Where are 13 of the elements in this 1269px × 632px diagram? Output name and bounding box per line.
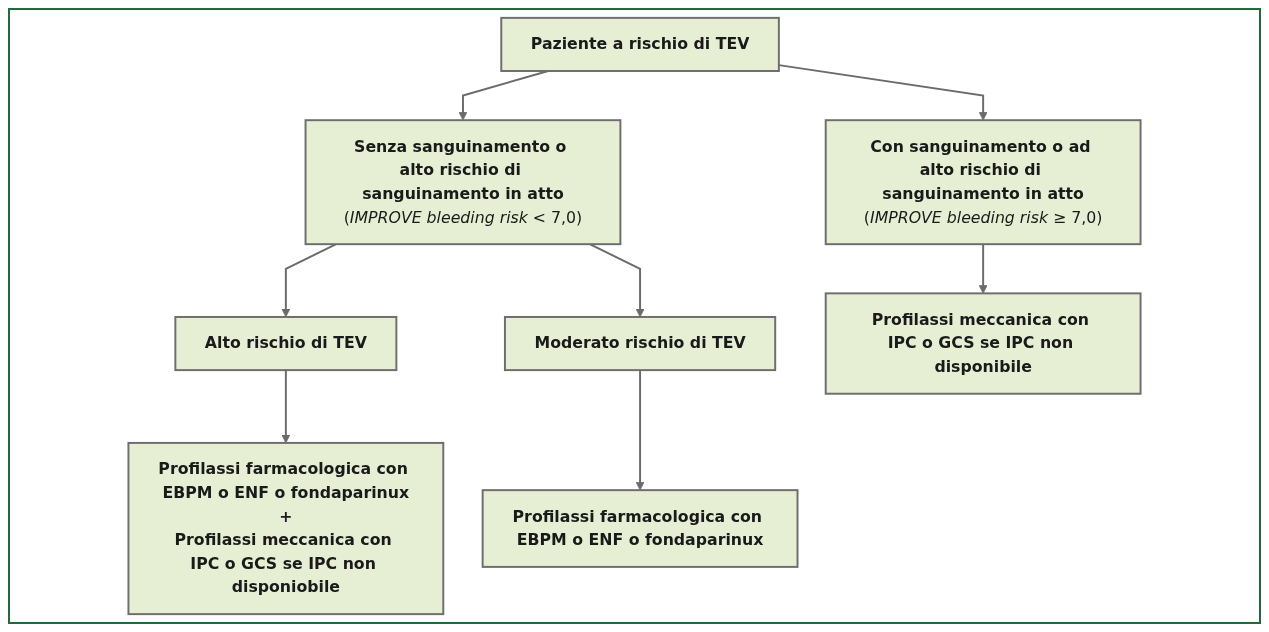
node-box: Profilassi farmacologica con EBPM o ENF o fondaparinux + Profilassi meccanica con IPC o GCS se IPC non disponiobile	[127, 441, 445, 616]
arrow	[635, 369, 645, 491]
node-box: Profilassi meccanica con IPC o GCS se IPC non disponibile	[824, 292, 1142, 395]
node-box: Con sanguinamento o ad alto rischio di sanguinamento in atto (IMPROVE bleeding risk ≥ 7,0)	[824, 119, 1142, 246]
arrow	[281, 369, 291, 444]
node-box: Moderato rischio di TEV	[503, 316, 777, 372]
arrow	[978, 243, 988, 294]
node-box: Senza sanguinamento o alto rischio di sanguinamento in atto (IMPROVE bleeding risk < 7,0)	[304, 119, 622, 246]
node-box: Profilassi farmacologica con EBPM o ENF o fondaparinux	[481, 489, 799, 568]
node-box: Alto rischio di TEV	[174, 316, 398, 372]
node-box: Paziente a rischio di TEV	[500, 16, 780, 72]
arrow	[588, 243, 645, 318]
arrow	[281, 243, 338, 318]
